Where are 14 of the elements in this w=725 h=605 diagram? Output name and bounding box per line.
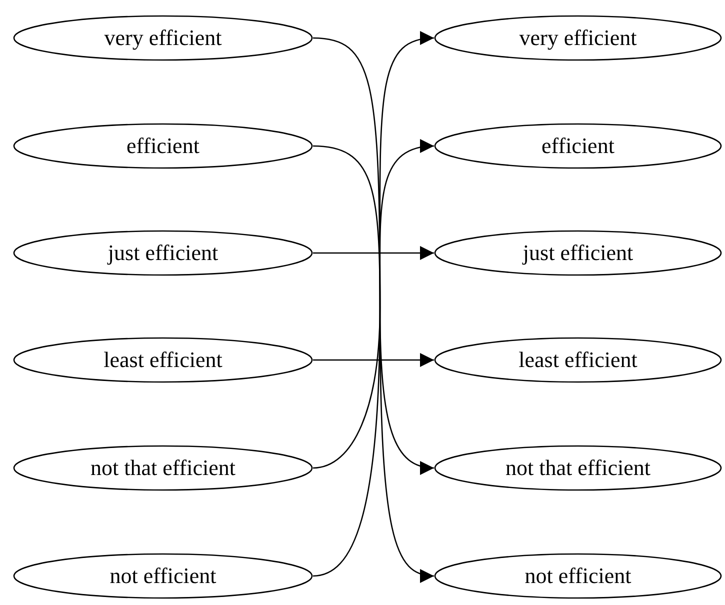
node-label: least efficient [104,347,222,373]
node-label: least efficient [518,347,638,373]
arrow [313,246,434,260]
arrow [313,353,434,367]
node-label: not efficient [524,563,632,589]
node-label: very efficient [104,25,222,51]
node-label: not that efficient [506,455,650,481]
node-label: very efficient [519,25,637,51]
node-label: just efficient [108,240,218,266]
node-label: just efficient [522,240,634,266]
node-label: not that efficient [90,455,236,481]
node-label: efficient [126,133,200,159]
node-label: efficient [542,133,614,159]
node-label: not efficient [110,563,216,589]
